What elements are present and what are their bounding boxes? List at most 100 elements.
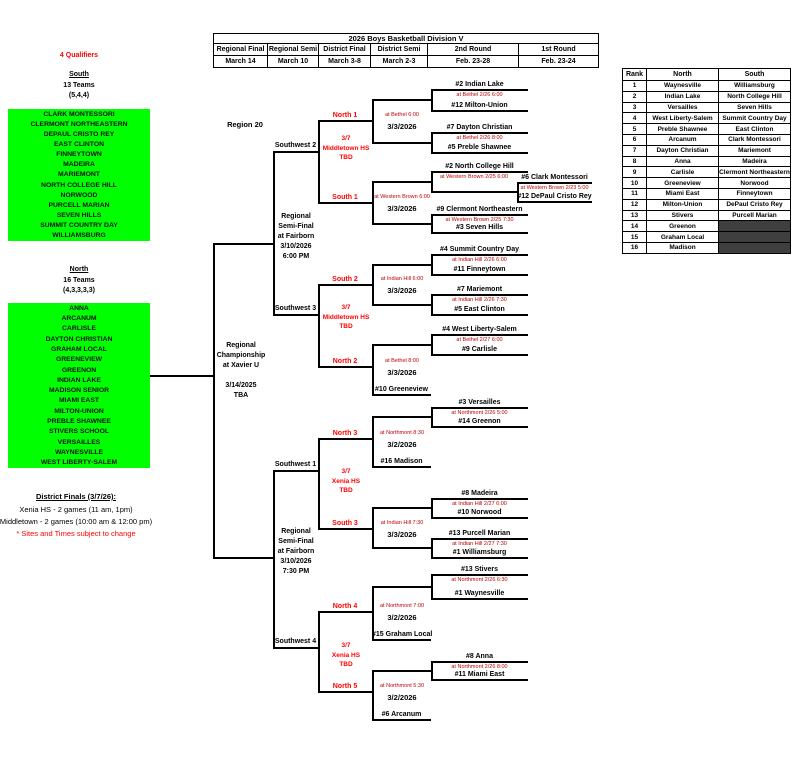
district-final-site: at Indian Hill 6:00 <box>380 276 424 282</box>
team-name: GREENEVIEW <box>55 356 103 364</box>
table-cell-south: Williamsburg <box>718 80 791 92</box>
team-name: #15 Graham Local <box>372 631 433 638</box>
south-section-title: South <box>69 71 89 78</box>
district-final-date: 3/2/2026 <box>387 440 417 449</box>
table-cell-rank: 4 <box>622 112 647 125</box>
bracket-line <box>372 99 431 101</box>
table-cell-north: Carlisle <box>646 166 719 179</box>
team-name: #1 Williamsburg <box>452 549 507 556</box>
table-cell-south <box>718 231 791 243</box>
team-name: #3 Seven Hills <box>455 224 504 231</box>
table-cell-rank: 14 <box>622 220 647 233</box>
table-cell-north: Dayton Christian <box>646 144 719 157</box>
info-line: at Fairborn <box>277 233 315 240</box>
note-line: 3/7 <box>341 304 351 311</box>
info-line <box>214 371 268 381</box>
table-cell-south: East Clinton <box>718 123 791 135</box>
team-name: #14 Greenon <box>458 418 501 425</box>
table-cell-rank: 10 <box>622 177 647 189</box>
bracket-line <box>318 120 372 122</box>
note-line: TBD <box>339 154 353 161</box>
team-name: PREBLE SHAWNEE <box>47 418 111 426</box>
bracket-line <box>318 528 372 530</box>
team-name: #4 Summit Country Day <box>440 246 519 253</box>
bracket-line <box>273 151 318 153</box>
table-cell-rank: 7 <box>622 144 647 157</box>
bracket-line <box>372 547 431 549</box>
bracket-line <box>431 89 528 91</box>
info-line: 3/14/2025 <box>225 382 257 389</box>
bracket-line <box>517 182 592 184</box>
bracket-line <box>431 661 433 681</box>
bracket-line <box>372 344 374 396</box>
table-cell-north: Greenon <box>646 220 719 233</box>
bracket-line <box>318 284 320 368</box>
game-site-time: at Bethel 2/26 6:00 <box>456 92 503 98</box>
team-name: CLARK MONTESSORI <box>43 110 115 118</box>
bracket-line <box>517 182 519 203</box>
bracket-line <box>150 375 213 377</box>
team-name: WAYNESVILLE <box>54 449 104 457</box>
round-label: 2nd Round <box>427 43 519 56</box>
bracket-line <box>213 243 273 245</box>
note-line: TBD <box>339 661 353 668</box>
district-final-label: South 3 <box>332 520 358 527</box>
district-final-label: North 2 <box>332 358 358 365</box>
bracket-line <box>431 498 433 519</box>
bracket-line <box>431 191 517 193</box>
team-name: STIVERS SCHOOL <box>48 428 110 436</box>
bracket-line <box>372 586 431 588</box>
team-name: #2 Indian Lake <box>455 81 504 88</box>
round-label: District Final <box>318 43 371 56</box>
sites-change-note: * Sites and Times subject to change <box>16 528 136 538</box>
district-final-date: 3/2/2026 <box>387 613 417 622</box>
table-cell-south: Mariemont <box>718 144 791 157</box>
bracket-line <box>372 99 374 144</box>
table-cell-south: Purcell Marian <box>718 209 791 222</box>
round-label: 1st Round <box>518 43 599 56</box>
bracket-line <box>431 574 433 600</box>
team-name: #11 Miami East <box>454 671 505 678</box>
bracket-line <box>431 598 528 600</box>
game-site-time: at Indian Hill 2/27 6:00 <box>452 501 507 507</box>
bracket-line <box>318 611 320 693</box>
team-name: #4 West Liberty-Salem <box>442 326 517 333</box>
team-name: MADEIRA <box>63 161 95 169</box>
table-cell-south: Seven Hills <box>718 101 791 114</box>
team-name: SEVEN HILLS <box>56 211 102 219</box>
bracket-line <box>431 426 528 428</box>
table-cell-rank: 15 <box>622 231 647 243</box>
team-name: ARCANUM <box>61 314 97 322</box>
bracket-line <box>273 647 318 649</box>
team-name: #13 Purcell Marian <box>448 530 511 537</box>
info-line: at Xavier U <box>222 362 260 369</box>
south-split: (5,4,4) <box>68 91 90 99</box>
info-line: 7:30 PM <box>282 568 310 575</box>
note-line: TBD <box>339 487 353 494</box>
table-cell-north: Waynesville <box>646 80 719 92</box>
bracket-line <box>431 110 528 112</box>
bracket-line <box>431 232 528 234</box>
game-site-time: at Indian Hill 2/26 6:00 <box>452 257 507 263</box>
team-name: MIAMI EAST <box>58 397 100 405</box>
round-label: Regional Semi <box>267 43 319 56</box>
round-label: Regional Final <box>213 43 268 56</box>
district-final-date: 3/3/2026 <box>387 204 417 213</box>
team-name: #6 Arcanum <box>381 711 422 718</box>
game-site-time: at Indian Hill 2/26 7:30 <box>452 297 507 303</box>
team-name: #10 Greeneview <box>375 386 428 393</box>
round-label: District Semi <box>370 43 428 56</box>
bracket-line <box>431 254 528 256</box>
bracket-line <box>431 294 528 296</box>
bracket-line <box>431 214 528 216</box>
info-line: TBA <box>233 392 249 399</box>
table-cell-south: Clark Montessori <box>718 133 791 146</box>
bracket-line <box>372 670 374 721</box>
bracket-line <box>372 416 374 468</box>
bracket-line <box>372 181 431 183</box>
